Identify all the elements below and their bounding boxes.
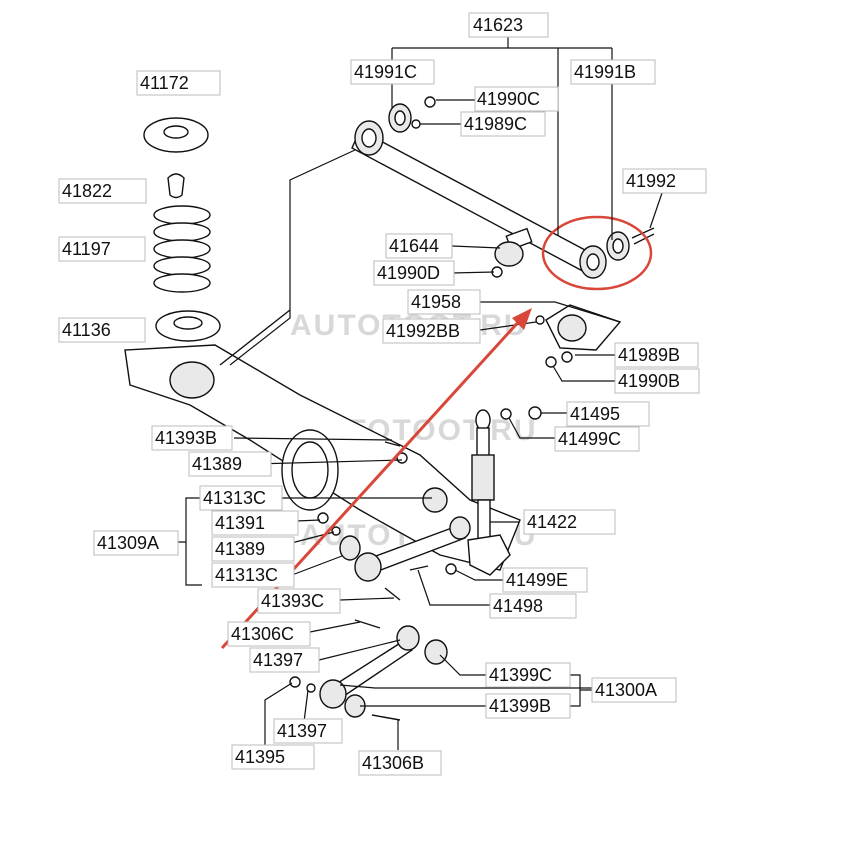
label-41300A[interactable]: 41300A (591, 677, 677, 703)
label-41397-lower[interactable]: 41397 (273, 718, 343, 744)
label-41306B[interactable]: 41306B (358, 750, 442, 776)
label-41989B[interactable]: 41989B (614, 342, 699, 368)
svg-text:41822: 41822 (62, 181, 112, 201)
label-41389-lower[interactable]: 41389 (211, 536, 295, 562)
label-41991C[interactable]: 41991C (350, 59, 435, 85)
label-41395[interactable]: 41395 (231, 744, 315, 770)
svg-text:41499C: 41499C (558, 429, 621, 449)
label-41391[interactable]: 41391 (211, 510, 299, 536)
label-41499E[interactable]: 41499E (502, 567, 588, 593)
highlight-circle (541, 215, 653, 291)
label-41822[interactable]: 41822 (58, 178, 147, 204)
svg-text:41990D: 41990D (377, 263, 440, 283)
part-labels: 41623 41991C 41991B 41990C 41989C 41172 … (58, 12, 707, 776)
svg-text:41397: 41397 (277, 721, 327, 741)
upper-arm-drawing (351, 96, 655, 279)
label-41399B[interactable]: 41399B (485, 693, 571, 719)
svg-text:41990C: 41990C (477, 89, 540, 109)
shock-absorber-drawing (409, 406, 542, 576)
label-41991B[interactable]: 41991B (570, 59, 656, 85)
svg-text:41300A: 41300A (595, 680, 657, 700)
svg-text:41391: 41391 (215, 513, 265, 533)
svg-text:41306C: 41306C (231, 624, 294, 644)
svg-text:41990B: 41990B (618, 371, 680, 391)
svg-text:41422: 41422 (527, 512, 577, 532)
label-41422[interactable]: 41422 (523, 509, 616, 535)
label-41990C[interactable]: 41990C (474, 86, 559, 112)
label-41399C[interactable]: 41399C (485, 662, 571, 688)
label-41498[interactable]: 41498 (489, 593, 577, 619)
label-41990D[interactable]: 41990D (373, 260, 455, 286)
label-41313C-lower[interactable]: 41313C (211, 562, 295, 588)
svg-text:41395: 41395 (235, 747, 285, 767)
label-41393C[interactable]: 41393C (257, 588, 341, 614)
svg-text:41393C: 41393C (261, 591, 324, 611)
lower-arm-41309A-drawing (317, 441, 471, 601)
svg-text:41136: 41136 (62, 320, 111, 340)
part-drawings (124, 96, 655, 721)
label-41313C-upper[interactable]: 41313C (199, 485, 283, 511)
label-41136[interactable]: 41136 (58, 317, 146, 343)
label-41393B[interactable]: 41393B (151, 425, 233, 451)
svg-text:41623: 41623 (473, 15, 523, 35)
bracket-drawing (535, 304, 622, 368)
label-41990B[interactable]: 41990B (614, 368, 700, 394)
svg-text:41389: 41389 (192, 454, 242, 474)
svg-text:41991B: 41991B (574, 62, 636, 82)
label-41197[interactable]: 41197 (58, 236, 146, 262)
lower-arm-41300A-drawing (289, 619, 448, 721)
svg-text:41172: 41172 (140, 73, 189, 93)
label-41495[interactable]: 41495 (566, 401, 650, 427)
svg-text:41958: 41958 (411, 292, 461, 312)
svg-text:41495: 41495 (570, 404, 620, 424)
label-41389-upper[interactable]: 41389 (188, 451, 272, 477)
svg-text:41309A: 41309A (97, 533, 159, 553)
label-41309A[interactable]: 41309A (93, 530, 179, 556)
label-41499C[interactable]: 41499C (554, 426, 640, 452)
svg-text:41499E: 41499E (506, 570, 568, 590)
svg-text:41306B: 41306B (362, 753, 424, 773)
svg-text:41397: 41397 (253, 650, 303, 670)
label-41992[interactable]: 41992 (622, 168, 707, 194)
spring-drawing (143, 117, 221, 342)
svg-text:41992BB: 41992BB (386, 321, 460, 341)
label-41958[interactable]: 41958 (407, 289, 481, 315)
svg-text:41393B: 41393B (155, 428, 217, 448)
svg-text:41197: 41197 (62, 239, 111, 259)
label-41623[interactable]: 41623 (468, 12, 549, 38)
svg-text:41991C: 41991C (354, 62, 417, 82)
label-41644[interactable]: 41644 (385, 233, 453, 259)
svg-text:41992: 41992 (626, 171, 676, 191)
label-41397-upper[interactable]: 41397 (249, 647, 320, 673)
svg-text:41399B: 41399B (489, 696, 551, 716)
svg-text:41313C: 41313C (215, 565, 278, 585)
label-41306C[interactable]: 41306C (227, 621, 311, 647)
label-41989C[interactable]: 41989C (460, 111, 546, 137)
label-41172[interactable]: 41172 (136, 70, 221, 96)
axle-housing-drawing (124, 149, 521, 571)
svg-text:41989B: 41989B (618, 345, 680, 365)
svg-text:41644: 41644 (389, 236, 439, 256)
svg-text:41389: 41389 (215, 539, 265, 559)
label-41992BB[interactable]: 41992BB (382, 318, 481, 344)
svg-text:41399C: 41399C (489, 665, 552, 685)
svg-text:41498: 41498 (493, 596, 543, 616)
svg-text:41989C: 41989C (464, 114, 527, 134)
svg-text:41313C: 41313C (203, 488, 266, 508)
